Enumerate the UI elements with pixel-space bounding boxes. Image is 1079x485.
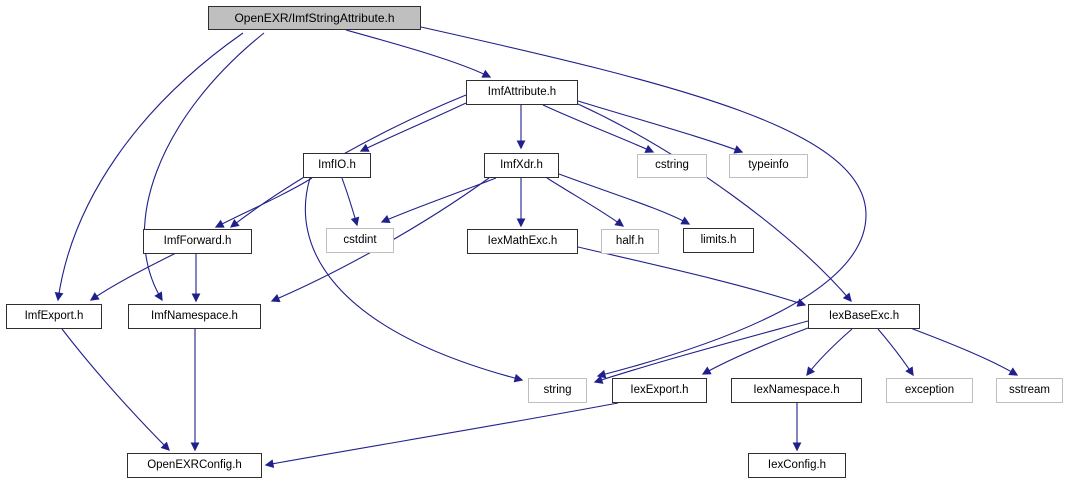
- node-imfnamespace-h[interactable]: ImfNamespace.h: [128, 304, 261, 329]
- node-imfforward-h[interactable]: ImfForward.h: [143, 229, 252, 254]
- node-cstring: cstring: [637, 154, 707, 178]
- node-openexrconfig-h[interactable]: OpenEXRConfig.h: [127, 453, 262, 478]
- edge-imfio-h-to-imfforward-h: [214, 177, 313, 228]
- edge-imfio-h-to-string: [304, 177, 524, 383]
- edge-iexbaseexc-h-to-iexnamespace-h: [806, 328, 853, 377]
- edge-imfattribute-h-to-cstring: [542, 104, 655, 153]
- edge-root-to-imfexport-h: [54, 32, 244, 302]
- node-iexbaseexc-h[interactable]: IexBaseExc.h: [808, 304, 920, 329]
- node-iexexport-h[interactable]: IexExport.h: [612, 378, 707, 403]
- node-half-h: half.h: [601, 229, 659, 254]
- edge-imfattribute-h-to-typeinfo: [577, 100, 744, 154]
- edge-root-to-string: [420, 26, 867, 379]
- edge-imfattribute-h-to-imfio-h: [359, 102, 467, 152]
- edge-iexmathexc-h-to-iexbaseexc-h: [577, 246, 807, 307]
- edge-root-to-imfnamespace-h: [143, 32, 265, 302]
- node-limits-h[interactable]: limits.h: [683, 228, 754, 253]
- edge-iexbaseexc-h-to-string: [593, 320, 809, 384]
- edge-iexbaseexc-h-to-iexexport-h: [701, 327, 809, 375]
- node-cstdint: cstdint: [326, 228, 394, 253]
- edge-iexbaseexc-h-to-sstream: [904, 325, 1019, 376]
- edge-imfxdr-h-to-limits-h: [558, 173, 691, 225]
- node-imfio-h[interactable]: ImfIO.h: [303, 153, 371, 178]
- node-iexnamespace-h[interactable]: IexNamespace.h: [731, 378, 862, 403]
- edge-imfio-h-to-cstdint: [341, 177, 360, 227]
- node-exception: exception: [886, 378, 973, 403]
- node-imfxdr-h[interactable]: ImfXdr.h: [484, 153, 559, 178]
- edge-imfexport-h-to-openexrconfig-h: [61, 328, 170, 451]
- node-imfattribute-h[interactable]: ImfAttribute.h: [466, 80, 578, 105]
- node-typeinfo: typeinfo: [729, 154, 808, 178]
- edge-imfforward-h-to-imfexport-h: [89, 252, 177, 301]
- node-iexmathexc-h[interactable]: IexMathExc.h: [467, 229, 578, 254]
- edge-imfattribute-h-to-iexbaseexc-h: [577, 103, 852, 303]
- edge-iexbaseexc-h-to-exception: [877, 328, 914, 377]
- node-openexr-imfstringattribute-h: OpenEXR/ImfStringAttribute.h: [208, 6, 421, 30]
- node-imfexport-h[interactable]: ImfExport.h: [6, 304, 102, 329]
- edge-iexexport-h-to-openexrconfig-h: [264, 402, 619, 468]
- node-iexconfig-h[interactable]: IexConfig.h: [748, 453, 846, 478]
- edge-root-to-imfattribute-h: [345, 29, 492, 78]
- edge-imfxdr-h-to-half-h: [546, 177, 625, 227]
- node-string: string: [528, 378, 587, 403]
- node-sstream: sstream: [996, 378, 1063, 403]
